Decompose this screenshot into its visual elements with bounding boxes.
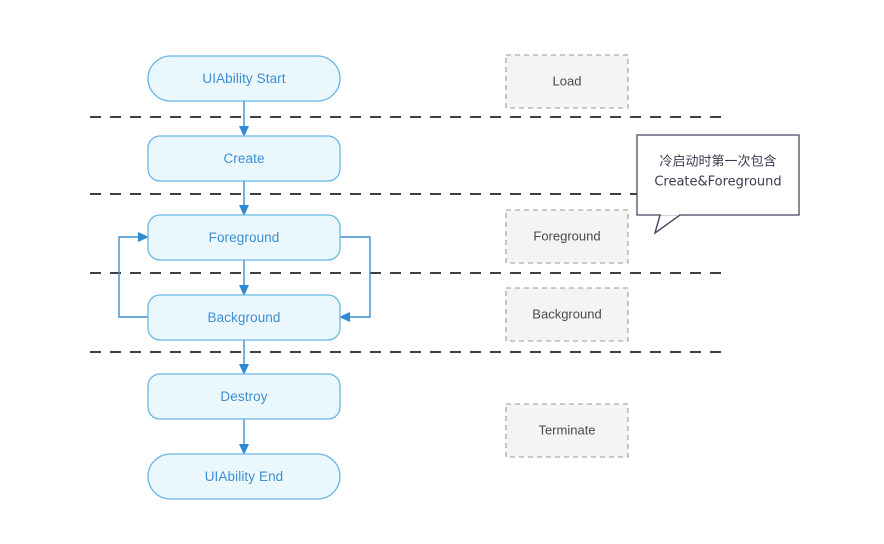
connector-destroy-to-end [239,419,249,455]
node-label-destroy: Destroy [220,389,267,404]
phase-box-foreground[interactable]: Foreground [505,209,629,264]
connector-foreground-to-background-loop [339,236,371,322]
node-label-uiability-start: UIAbility Start [202,71,285,86]
node-create[interactable]: Create [147,135,341,182]
flow-node-group: UIAbility Start Create Foreground Backgr… [147,55,341,500]
node-label-create: Create [223,151,264,166]
phase-label-terminate: Terminate [538,422,595,437]
connector-background-to-destroy [239,340,249,375]
node-destroy[interactable]: Destroy [147,373,341,420]
phase-box-background[interactable]: Background [505,287,629,342]
node-label-foreground: Foreground [209,230,280,245]
node-background[interactable]: Background [147,294,341,341]
phase-label-load: Load [553,73,582,88]
phase-box-terminate[interactable]: Terminate [505,403,629,458]
connector-background-to-foreground-loop [118,232,149,318]
connector-create-to-foreground [239,181,249,216]
node-uiability-end[interactable]: UIAbility End [147,453,341,500]
phase-label-foreground: Foreground [533,228,600,243]
node-label-uiability-end: UIAbility End [205,469,284,484]
callout-line-2: Create&Foreground [654,175,781,190]
node-foreground[interactable]: Foreground [147,214,341,261]
phase-box-load[interactable]: Load [505,54,629,109]
connector-start-to-create [239,101,249,137]
divider-group [90,116,730,353]
phase-label-background: Background [532,306,601,321]
node-label-background: Background [207,310,280,325]
callout-cold-start-note[interactable]: 冷启动时第一次包含 Create&Foreground [636,134,800,235]
callout-line-1: 冷启动时第一次包含 [659,154,776,170]
connector-foreground-to-background [239,260,249,296]
node-uiability-start[interactable]: UIAbility Start [147,55,341,102]
connector-group [118,101,371,455]
phase-box-group: Load Foreground Background Terminate [505,54,629,458]
